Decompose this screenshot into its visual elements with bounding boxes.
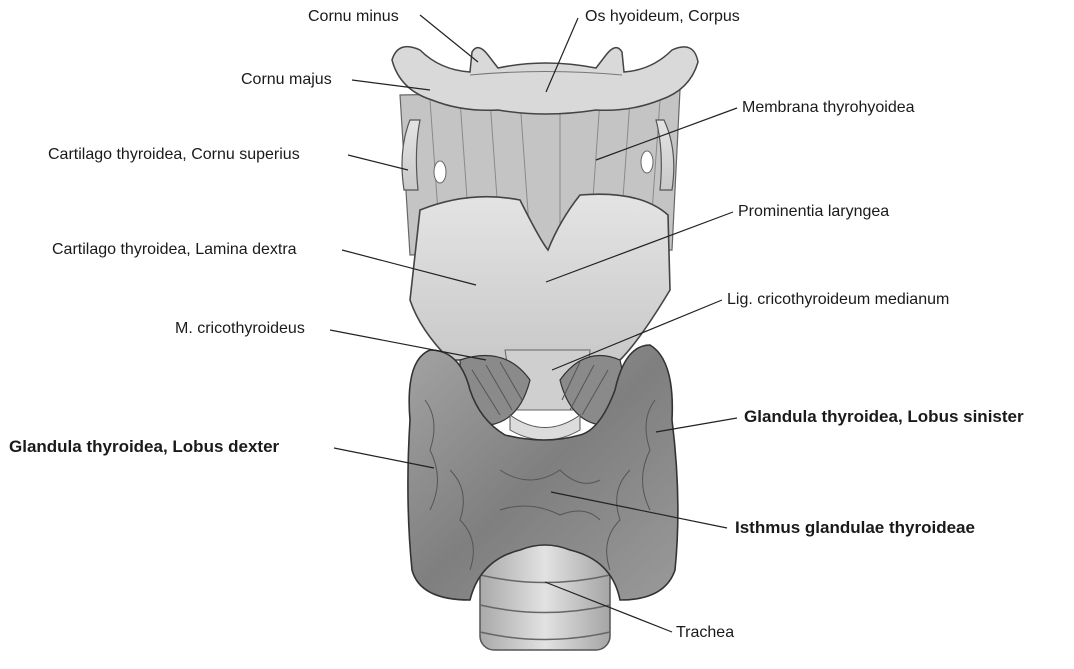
label-lobus-dexter: Glandula thyroidea, Lobus dexter (9, 438, 279, 456)
label-os-hyoideum-corpus: Os hyoideum, Corpus (585, 8, 740, 26)
label-trachea: Trachea (676, 624, 734, 642)
label-cartilago-lamina-dextra: Cartilago thyroidea, Lamina dextra (52, 241, 297, 259)
label-lig-cricothyroideum-medianum: Lig. cricothyroideum medianum (727, 291, 949, 309)
label-cartilago-cornu-superius: Cartilago thyroidea, Cornu superius (48, 146, 300, 164)
label-cornu-majus: Cornu majus (241, 71, 332, 89)
label-m-cricothyroideus: M. cricothyroideus (175, 320, 305, 338)
label-membrana-thyrohyoidea: Membrana thyrohyoidea (742, 99, 915, 117)
label-isthmus: Isthmus glandulae thyroideae (735, 519, 975, 537)
label-cornu-minus: Cornu minus (308, 8, 399, 26)
label-lobus-sinister: Glandula thyroidea, Lobus sinister (744, 408, 1024, 426)
label-prominentia-laryngea: Prominentia laryngea (738, 203, 889, 221)
